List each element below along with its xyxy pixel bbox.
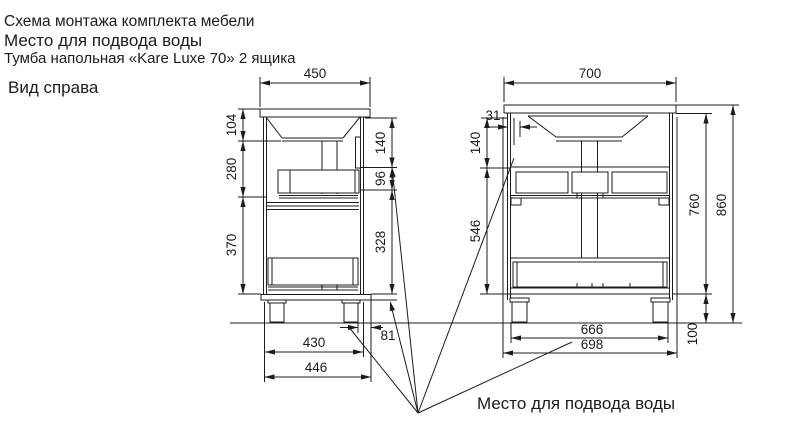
front-foot-flange-right	[650, 297, 671, 303]
front-foot-left	[511, 301, 528, 323]
side-sink-basin	[265, 116, 361, 142]
side-bottom-panel	[260, 294, 372, 301]
dim-front-water-offset: 31	[485, 108, 500, 123]
dim-side-bottom-inner: 430	[303, 335, 326, 350]
dim-front-height-body: 760	[687, 194, 702, 217]
front-upper-drawer	[510, 166, 670, 206]
dim-side-right-cutout: 96	[373, 171, 388, 186]
dim-side-right-top: 140	[373, 132, 388, 155]
dim-front-leg-height: 100	[685, 323, 700, 346]
front-view-cabinet	[503, 104, 677, 323]
front-countertop	[503, 104, 677, 114]
front-view-dimensions: 700 31 140 546 760	[468, 66, 739, 358]
dim-side-top-width: 450	[304, 66, 327, 81]
side-lower-drawer	[267, 257, 359, 291]
dim-front-left-top: 140	[468, 132, 483, 155]
dim-front-bottom-inner: 666	[581, 322, 604, 337]
dim-front-top-width: 700	[579, 66, 602, 81]
side-foot-back	[343, 302, 359, 323]
front-water-mark	[513, 118, 521, 145]
leader-side-cutout	[392, 176, 419, 414]
side-upper-drawer	[266, 169, 360, 210]
dim-side-bottom-outer: 446	[305, 360, 328, 375]
water-supply-note: Место для подвода воды	[477, 394, 676, 413]
dim-side-left-mid: 280	[224, 158, 239, 181]
side-back-cutout-plate	[355, 136, 361, 169]
side-countertop	[259, 108, 371, 118]
view-label: Вид справа	[8, 78, 99, 97]
front-lower-drawer	[511, 257, 669, 288]
front-foot-right	[652, 301, 669, 323]
sheet-title: Схема монтажа комплекта мебели	[4, 13, 255, 30]
water-supply-leaders	[347, 157, 573, 414]
dim-side-left-bottom: 370	[224, 234, 239, 257]
leader-side-under	[391, 310, 419, 414]
dim-front-height-total: 860	[714, 194, 729, 217]
sheet-subtitle-water: Место для подвода воды	[4, 31, 203, 50]
front-foot-flange-left	[509, 297, 530, 303]
side-view-dimensions: 450 104 280 370	[224, 66, 397, 382]
front-drain-pipe	[581, 141, 598, 258]
front-sink-basin	[527, 115, 649, 142]
dim-side-right-bottom: 328	[373, 231, 388, 254]
dim-front-bottom-outer: 698	[581, 337, 604, 352]
leader-front-under	[417, 341, 573, 414]
product-name: Тумба напольная «Kare Luxe 70» 2 ящика	[4, 50, 296, 67]
side-foot-front	[269, 302, 285, 323]
dim-side-left-top: 104	[224, 113, 239, 136]
dim-side-back-offset: 81	[380, 328, 395, 343]
leader-front-mark	[417, 157, 515, 414]
leader-side-floor	[347, 325, 419, 414]
dim-front-left-bottom: 546	[468, 220, 483, 243]
side-view-cabinet	[259, 108, 372, 323]
